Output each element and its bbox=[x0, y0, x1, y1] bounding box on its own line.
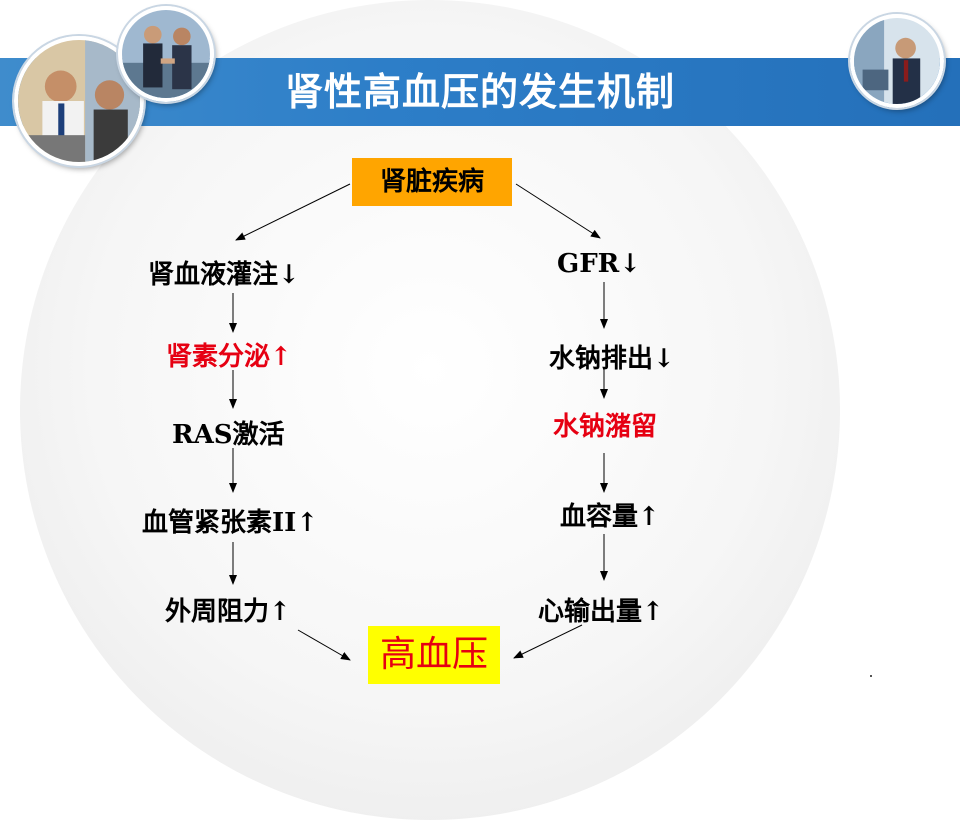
corner-dot bbox=[870, 675, 872, 677]
arrow-left-to-result bbox=[297, 629, 351, 661]
right-node-sodium-retention: 水钠潴留 bbox=[553, 412, 658, 442]
left-node-renin-secretion: 肾素分泌↑ bbox=[166, 342, 292, 372]
left-node-renal-perfusion: 肾血液灌注↓ bbox=[148, 260, 300, 290]
right-node-gfr: GFR↓ bbox=[557, 249, 642, 279]
right-node-blood-volume: 血容量↑ bbox=[560, 502, 660, 532]
arrow-root-to-right bbox=[515, 183, 601, 239]
presenter-photo bbox=[850, 14, 944, 108]
arrow-root-to-left bbox=[235, 183, 351, 241]
root-node-kidney-disease: 肾脏疾病 bbox=[352, 158, 512, 206]
flow-arrows bbox=[229, 183, 608, 661]
slide-title: 肾性高血压的发生机制 bbox=[284, 70, 675, 114]
result-node-hypertension: 高血压 bbox=[368, 626, 500, 684]
left-node-peripheral-resistance: 外周阻力↑ bbox=[165, 597, 291, 627]
handshake-photo bbox=[118, 6, 214, 102]
left-node-ras-activation: RAS激活 bbox=[172, 420, 285, 450]
arrow-right-to-result bbox=[513, 624, 583, 659]
left-node-angiotensin: 血管紧张素II↑ bbox=[142, 508, 319, 538]
right-node-cardiac-output: 心输出量↑ bbox=[538, 597, 664, 627]
right-node-sodium-excretion: 水钠排出↓ bbox=[549, 344, 675, 374]
